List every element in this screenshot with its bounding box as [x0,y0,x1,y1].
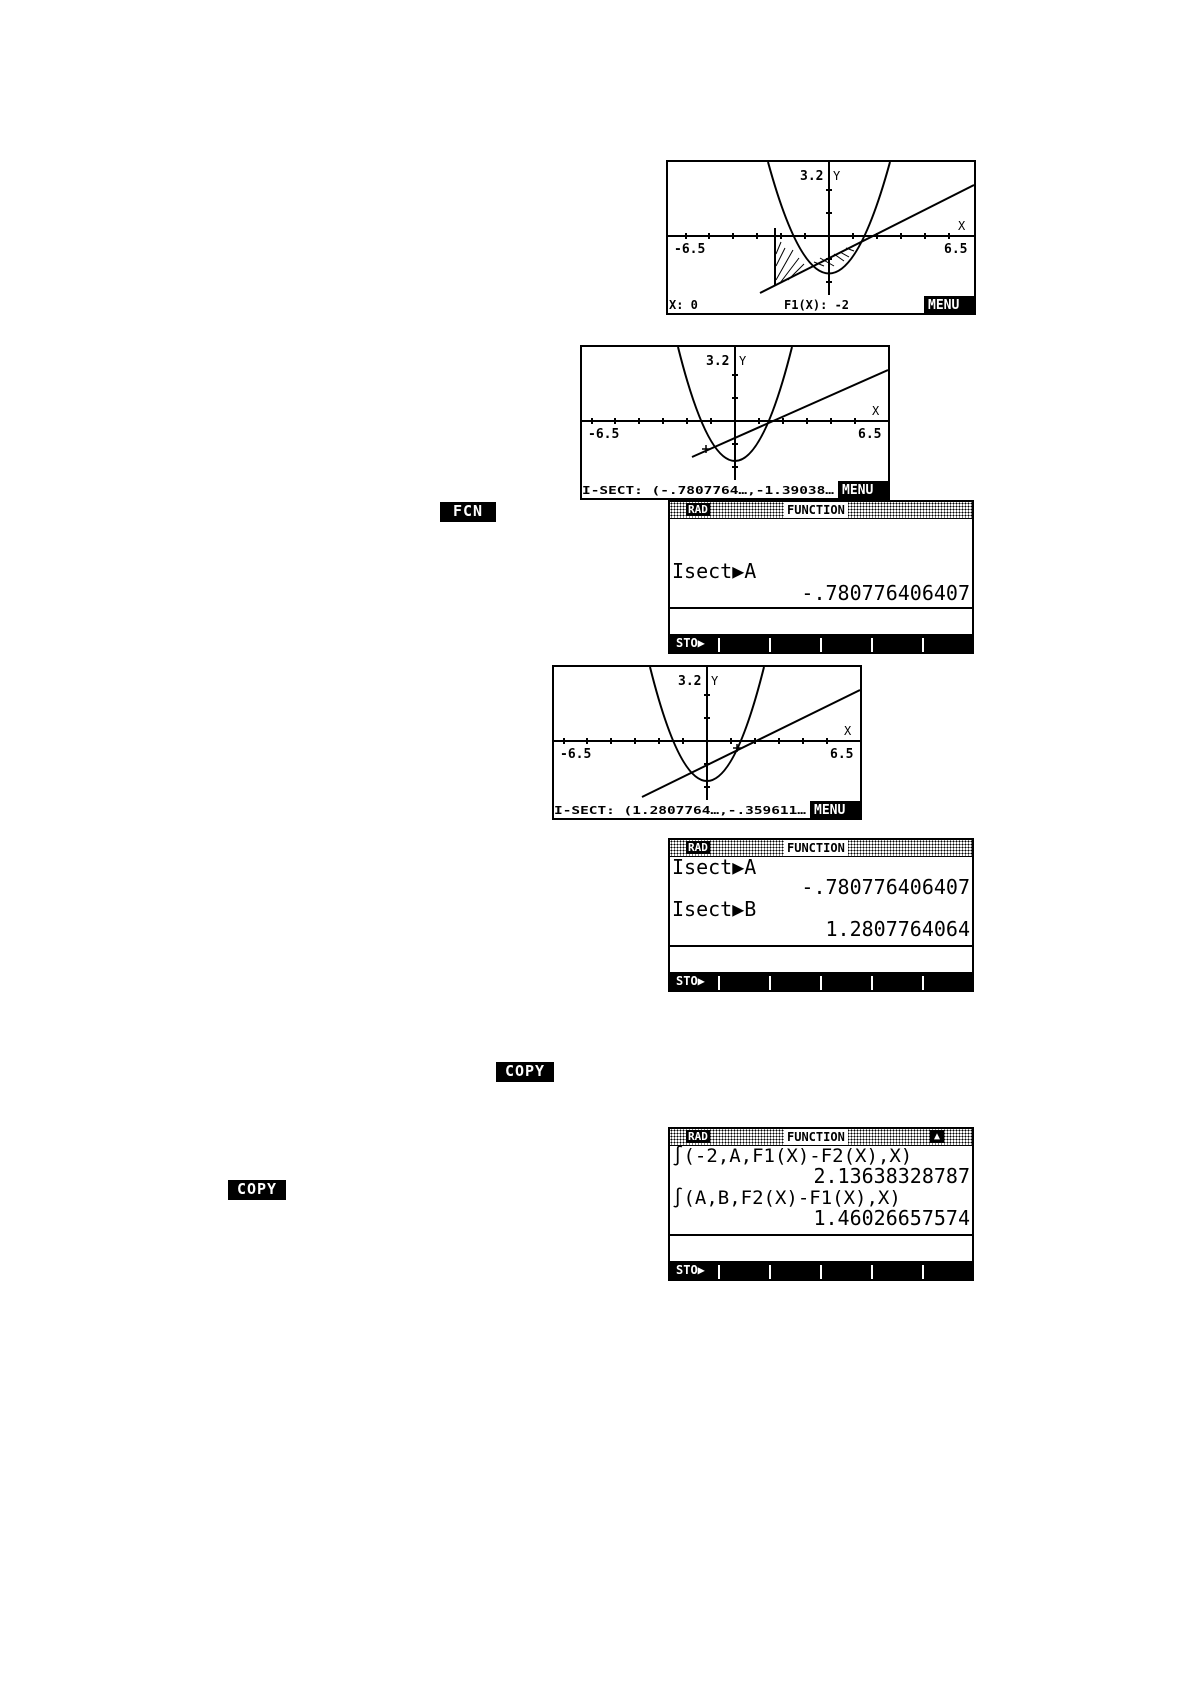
plot-canvas: 3.2 Y X -6.5 6.5 I-SECT: (-.7807764…,-1.… [582,347,888,498]
status-header: RAD FUNCTION ▲ [670,1129,972,1146]
softkey-menu: STO▶ [670,634,972,652]
y-max-label: 3.2 [678,674,701,689]
home-screen-2: RAD FUNCTION Isect▶A -.780776406407 Isec… [668,838,974,992]
plot-screen-intersection-1: 3.2 Y X -6.5 6.5 I-SECT: (-.7807764…,-1.… [580,345,890,500]
x-axis-label: X [872,404,880,418]
menu-softkey[interactable]: MENU [814,803,845,818]
y-axis-label: Y [739,354,747,368]
plot-canvas: 3.2 Y X -6.5 6.5 X: 0 F1(X): -2 MENU [668,162,974,313]
history-entry: Isect▶A [672,559,757,583]
x-max-label: 6.5 [858,427,881,442]
home-screen-1: RAD FUNCTION Isect▶A -.780776406407 STO▶ [668,500,974,654]
softkey-menu: STO▶ [670,972,972,990]
edit-line-divider [670,607,972,609]
x-max-label: 6.5 [944,242,967,257]
app-name: FUNCTION [784,502,848,518]
x-max-label: 6.5 [830,747,853,762]
menu-softkey[interactable]: MENU [928,298,959,313]
x-axis-label: X [844,724,852,738]
history-result: -.780776406407 [801,581,970,605]
x-min-label: -6.5 [588,427,619,442]
copy-softkey-secondary[interactable]: COPY [228,1180,286,1200]
history-entry: Isect▶B [672,897,757,921]
y-axis-label: Y [833,169,841,183]
y-max-label: 3.2 [706,354,729,369]
history-entry: Isect▶A [672,855,757,879]
history-entry: ∫(A,B,F2(X)-F1(X),X) [672,1187,901,1209]
intersection-status: I-SECT: (-.7807764…,-1.39038… [582,484,834,497]
app-name: FUNCTION [784,1129,848,1145]
angle-mode-badge: RAD [686,1130,710,1143]
edit-line-divider [670,945,972,947]
history-result: 2.13638328787 [813,1164,970,1188]
history-result: -.780776406407 [801,875,970,899]
app-name: FUNCTION [784,840,848,856]
y-max-label: 3.2 [800,169,823,184]
status-header: RAD FUNCTION [670,502,972,519]
copy-softkey[interactable]: COPY [496,1062,554,1082]
sto-softkey[interactable]: STO▶ [676,1263,705,1277]
fcn-softkey[interactable]: FCN [440,502,496,522]
history-result: 1.2807764064 [825,917,971,941]
status-function-value: F1(X): -2 [784,298,849,312]
sto-softkey[interactable]: STO▶ [676,636,705,650]
menu-softkey[interactable]: MENU [842,483,873,498]
x-min-label: -6.5 [560,747,591,762]
softkey-menu: STO▶ [670,1261,972,1279]
intersection-status: I-SECT: (1.2807764…,-.359611… [554,804,806,817]
plot-canvas: 3.2 Y X -6.5 6.5 I-SECT: (1.2807764…,-.3… [554,667,860,818]
history-result: 1.46026657574 [813,1206,970,1230]
y-axis-label: Y [711,674,719,688]
status-cursor-x: X: 0 [669,298,698,312]
x-axis-label: X [958,219,966,233]
history-entry: ∫(-2,A,F1(X)-F2(X),X) [672,1145,913,1167]
home-screen-3: RAD FUNCTION ▲ ∫(-2,A,F1(X)-F2(X),X) 2.1… [668,1127,974,1281]
x-min-label: -6.5 [674,242,705,257]
plot-screen-intersection-2: 3.2 Y X -6.5 6.5 I-SECT: (1.2807764…,-.3… [552,665,862,820]
edit-line-divider [670,1234,972,1236]
plot-screen-shaded-area: 3.2 Y X -6.5 6.5 X: 0 F1(X): -2 MENU [666,160,976,315]
sto-softkey[interactable]: STO▶ [676,974,705,988]
alert-indicator-icon: ▲ [930,1130,944,1143]
angle-mode-badge: RAD [686,841,710,854]
angle-mode-badge: RAD [686,503,710,516]
status-header: RAD FUNCTION [670,840,972,857]
